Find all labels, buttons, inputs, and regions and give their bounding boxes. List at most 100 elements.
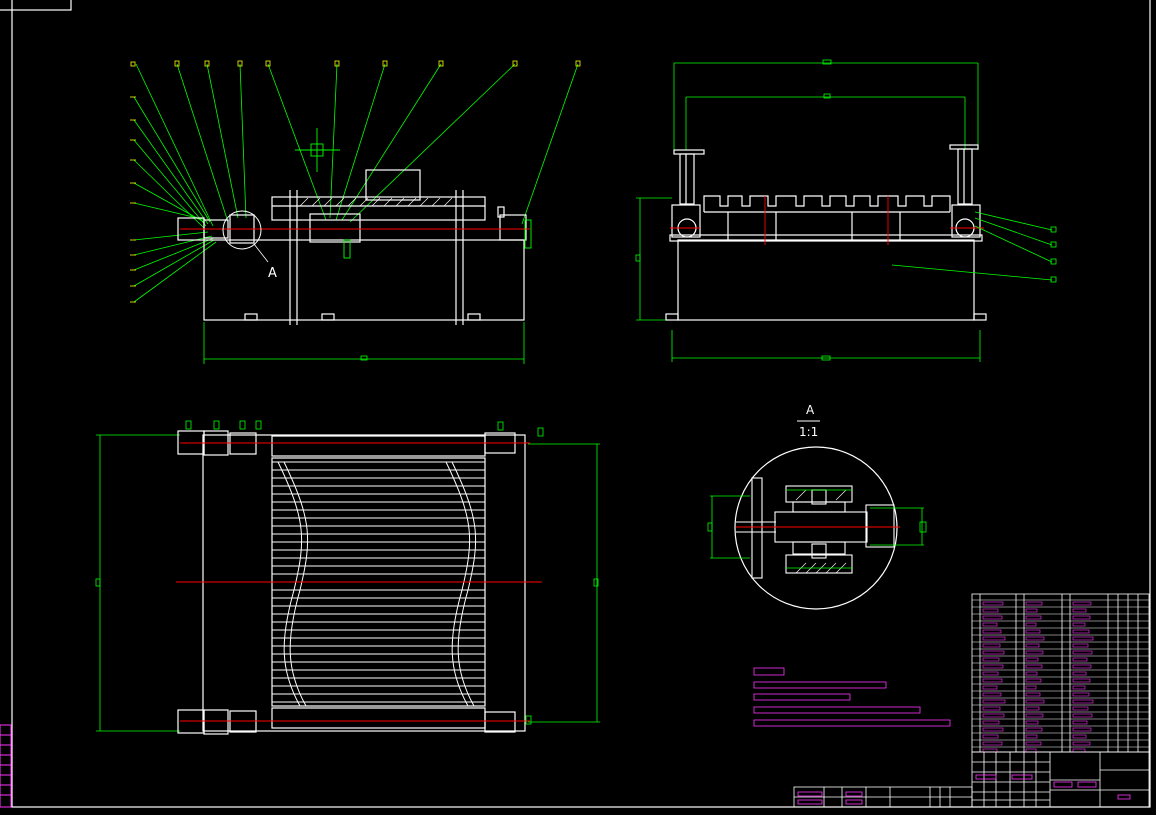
front-view-overall-dimension xyxy=(203,322,525,364)
parts-list-cell-mark xyxy=(1025,713,1044,718)
parts-list-cell-mark xyxy=(1072,706,1089,711)
front-view-leaders xyxy=(133,63,579,303)
parts-list-cell-mark xyxy=(1072,622,1086,627)
detail-a-parts xyxy=(736,477,895,579)
parts-list-cell-mark xyxy=(982,636,1006,641)
parts-list-cell-mark xyxy=(1025,664,1043,669)
parts-list-cell-mark xyxy=(1072,650,1093,655)
parts-list-cell-mark xyxy=(982,671,999,676)
top-view-green-marks xyxy=(185,420,544,725)
parts-list-cell-mark xyxy=(982,685,998,690)
parts-list-cell-mark xyxy=(982,741,1003,746)
parts-list-cell-mark xyxy=(982,664,1004,669)
parts-list-cell-mark xyxy=(982,650,1005,655)
technical-notes xyxy=(753,667,951,727)
parts-list-cell-mark xyxy=(1025,727,1043,732)
parts-list-cell-mark xyxy=(1025,615,1042,620)
detail-a-callout-circle xyxy=(222,210,262,250)
parts-list-cell-mark xyxy=(982,748,998,753)
parts-list-rows xyxy=(972,599,1149,753)
front-view-green-parts xyxy=(295,128,532,259)
parts-list-cell-mark xyxy=(1025,671,1038,676)
detail-a-scale: 1:1 xyxy=(799,425,819,439)
parts-list-cell-mark xyxy=(1072,608,1087,613)
parts-list-cell-mark xyxy=(1072,734,1087,739)
parts-list-cell-mark xyxy=(982,657,1000,662)
front-view-hatch xyxy=(299,197,453,207)
top-view-centerlines xyxy=(176,442,542,722)
parts-list-cell-mark xyxy=(1025,643,1040,648)
parts-list-cell-mark xyxy=(1025,685,1037,690)
parts-list-cell-mark xyxy=(1025,657,1039,662)
parts-list-cell-mark xyxy=(1072,601,1092,606)
parts-list-cell-mark xyxy=(982,727,1004,732)
parts-list-cell-mark xyxy=(982,706,1001,711)
parts-list-cell-mark xyxy=(982,615,1003,620)
side-view-body xyxy=(665,144,987,321)
parts-list-cell-mark xyxy=(1025,678,1042,683)
parts-list-cell-mark xyxy=(1072,692,1090,697)
title-block-marks xyxy=(797,774,1131,805)
parts-list-cell-mark xyxy=(1025,629,1041,634)
parts-list-cell-mark xyxy=(982,601,1004,606)
parts-list-cell-mark xyxy=(1072,727,1092,732)
detail-a-green xyxy=(707,489,927,569)
side-view xyxy=(635,59,1057,362)
parts-list-cell-mark xyxy=(1025,608,1038,613)
parts-list-cell-mark xyxy=(1072,629,1090,634)
parts-list-table xyxy=(971,593,1150,753)
parts-list-cell-mark xyxy=(1072,720,1088,725)
parts-list-cell-mark xyxy=(1072,685,1086,690)
parts-list-cell-mark xyxy=(982,622,998,627)
front-view-body xyxy=(177,169,527,325)
parts-list-cell-mark xyxy=(1072,748,1086,753)
side-view-centerlines xyxy=(670,196,984,245)
binding-margin-strip xyxy=(0,724,12,808)
parts-list-cell-mark xyxy=(1025,706,1040,711)
parts-list-cell-mark xyxy=(1025,622,1037,627)
parts-list-cell-mark xyxy=(982,608,999,613)
top-view-dimensions xyxy=(95,434,600,732)
parts-list-cell-mark xyxy=(1072,615,1091,620)
top-view-body xyxy=(177,430,526,735)
parts-list-cell-mark xyxy=(982,678,1003,683)
parts-list-cell-mark xyxy=(982,720,1000,725)
top-view-curved-edges xyxy=(277,461,477,707)
side-view-dimensions xyxy=(635,59,981,362)
parts-list-cell-mark xyxy=(1072,741,1091,746)
detail-a-callout-label: A xyxy=(268,266,277,281)
parts-list-cell-mark xyxy=(1072,699,1094,704)
parts-list-cell-mark xyxy=(982,699,1006,704)
front-view-balloons xyxy=(130,60,581,303)
parts-list-cell-mark xyxy=(1025,650,1044,655)
title-block xyxy=(793,751,1150,808)
parts-list-cell-mark xyxy=(1025,692,1041,697)
parts-list-cell-mark xyxy=(1072,671,1087,676)
detail-a-circle xyxy=(734,446,898,610)
parts-list-cell-mark xyxy=(1025,720,1039,725)
detail-a-title: A xyxy=(806,403,815,417)
parts-list-cell-mark xyxy=(1025,741,1042,746)
top-view xyxy=(95,420,600,735)
parts-list-cell-mark xyxy=(1025,636,1045,641)
parts-list-cell-mark xyxy=(1072,657,1088,662)
parts-list-cell-mark xyxy=(1025,748,1037,753)
parts-list-cell-mark xyxy=(982,692,1002,697)
parts-list-cell-mark xyxy=(1025,699,1045,704)
parts-list-cell-mark xyxy=(982,734,999,739)
parts-list-cell-mark xyxy=(1025,601,1043,606)
side-view-leaders xyxy=(891,211,1057,283)
parts-list-cell-mark xyxy=(982,629,1002,634)
detail-a-view xyxy=(707,420,927,610)
front-view: A xyxy=(130,60,581,364)
parts-list-cell-mark xyxy=(1072,636,1094,641)
parts-list-cell-mark xyxy=(982,643,1001,648)
parts-list-cell-mark xyxy=(1025,734,1038,739)
parts-list-cell-mark xyxy=(1072,713,1093,718)
parts-list-cell-mark xyxy=(982,713,1005,718)
parts-list-cell-mark xyxy=(1072,678,1091,683)
parts-list-cell-mark xyxy=(1072,664,1092,669)
parts-list-cell-mark xyxy=(1072,643,1089,648)
